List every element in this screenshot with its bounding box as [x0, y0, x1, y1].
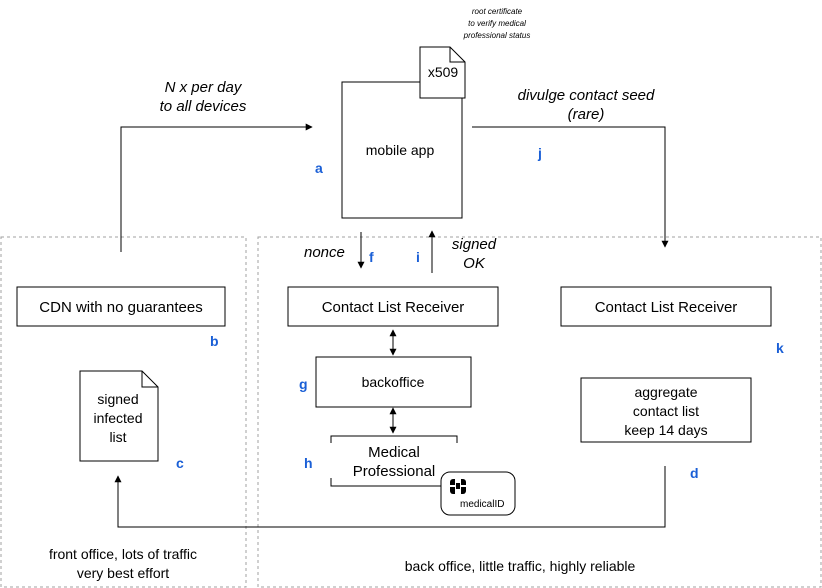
mobile-app-box	[341, 81, 463, 219]
contact-list-receiver-left-label: Contact List Receiver	[322, 299, 465, 316]
step-letter-g: g	[299, 376, 308, 392]
download-label-line-2: to all devices	[160, 98, 247, 115]
contact-list-receiver-right-box	[560, 286, 772, 327]
infected-list-fold	[141, 371, 158, 388]
cdn-box	[16, 286, 226, 327]
certificate-note-line-3: professional status	[463, 31, 531, 40]
step-letter-c: c	[176, 455, 184, 471]
infected-list-line-3: list	[109, 429, 126, 445]
medical-professional-top-edge	[330, 435, 458, 443]
signed-ok-label-line-2: OK	[463, 255, 486, 272]
aggregate-line-1: aggregate	[634, 384, 697, 400]
back-office-caption: back office, little traffic, highly reli…	[405, 558, 636, 574]
step-letter-b: b	[210, 333, 219, 349]
front-office-caption-line-1: front office, lots of traffic	[49, 546, 197, 562]
aggregate-line-2: contact list	[633, 403, 699, 419]
medical-id-label: medicalID	[460, 499, 504, 510]
front-office-zone	[0, 236, 247, 588]
infected-list-document	[79, 370, 159, 462]
divulge-label-line-2: (rare)	[568, 106, 605, 123]
aggregate-line-3: keep 14 days	[624, 422, 707, 438]
download-connector	[120, 123, 313, 252]
contact-list-receiver-right-label: Contact List Receiver	[595, 299, 738, 316]
nonce-label: nonce	[304, 244, 345, 261]
back-office-zone	[257, 236, 822, 588]
step-letter-k: k	[776, 340, 784, 356]
certificate-label: x509	[428, 64, 459, 80]
step-letter-j: j	[537, 145, 542, 161]
step-letter-h: h	[304, 455, 313, 471]
certificate-note-line-2: to verify medical	[468, 19, 526, 28]
download-label-line-1: N x per day	[165, 79, 243, 96]
mobile-app-label: mobile app	[366, 142, 435, 158]
divulge-label-line-1: divulge contact seed	[518, 87, 655, 104]
publish-list-connector	[114, 466, 666, 528]
step-letter-d: d	[690, 465, 699, 481]
medical-professional-line-1: Medical	[368, 444, 420, 461]
aggregate-box	[580, 377, 752, 443]
divulge-connector	[472, 126, 669, 248]
certificate-note-line-1: root certificate	[472, 7, 523, 16]
certificate-fold	[449, 47, 465, 63]
infected-list-line-1: signed	[97, 391, 138, 407]
infected-list-line-2: infected	[93, 410, 142, 426]
contact-list-receiver-left-box	[287, 286, 499, 327]
chip-icon	[450, 479, 466, 494]
backoffice-box	[315, 356, 472, 408]
signed-ok-label-line-1: signed	[452, 236, 497, 253]
step-letter-i: i	[416, 249, 420, 265]
step-letter-a: a	[315, 160, 323, 176]
front-office-caption-line-2: very best effort	[77, 565, 169, 581]
cdn-label: CDN with no guarantees	[39, 299, 202, 316]
medical-professional-line-2: Professional	[353, 463, 436, 480]
certificate-document	[419, 46, 466, 99]
step-letter-f: f	[369, 249, 374, 265]
backoffice-label: backoffice	[362, 374, 425, 390]
